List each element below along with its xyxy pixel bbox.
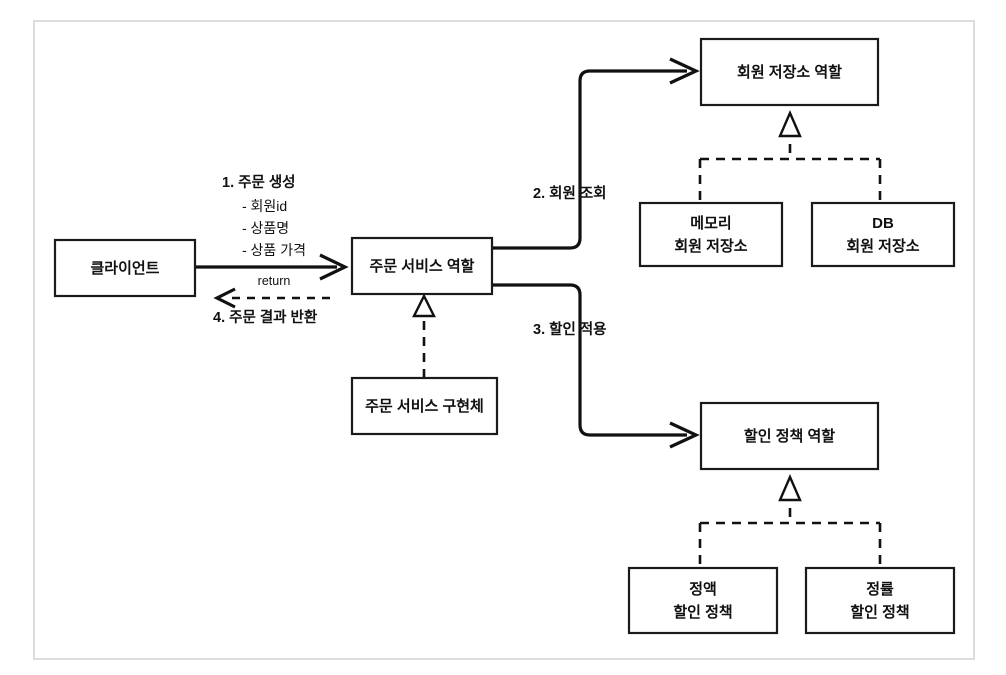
node-label: 주문 서비스 구현체 bbox=[365, 398, 484, 415]
node-label: 회원 저장소 역할 bbox=[737, 63, 842, 81]
edge-order-service-return-to-client bbox=[213, 287, 330, 309]
node-order-service-impl[interactable]: 주문 서비스 구현체 bbox=[350, 376, 499, 436]
node-box bbox=[53, 238, 197, 298]
arrowhead-open bbox=[669, 57, 700, 85]
node-rate-discount-policy[interactable]: 정률 할인 정책 bbox=[804, 566, 956, 635]
node-client[interactable]: 클라이언트 bbox=[53, 238, 197, 298]
annotation-step-1: 1. 주문 생성 - 회원id - 상품명 - 상품 가격 bbox=[222, 173, 306, 258]
step1-item-1: - 상품명 bbox=[242, 220, 289, 236]
node-box bbox=[350, 236, 494, 296]
annotation-step-3: 3. 할인 적용 bbox=[533, 320, 607, 338]
node-label: 클라이언트 bbox=[90, 259, 159, 277]
node-label-line1: DB bbox=[872, 215, 894, 232]
edge-order-impl-realizes-order-role bbox=[412, 293, 436, 378]
realization-triangle bbox=[778, 473, 802, 502]
annotation-step-2: 2. 회원 조회 bbox=[533, 185, 607, 202]
node-fix-discount-policy[interactable]: 정액 할인 정책 bbox=[627, 566, 779, 635]
step1-title: 1. 주문 생성 bbox=[222, 173, 296, 191]
edge-order-service-to-discount-policy bbox=[492, 283, 700, 449]
node-box bbox=[638, 201, 784, 268]
node-label: 할인 정책 역할 bbox=[744, 427, 835, 445]
node-memory-member-repository[interactable]: 메모리 회원 저장소 bbox=[638, 201, 784, 268]
node-label-line2: 할인 정책 bbox=[673, 603, 732, 621]
node-discount-policy-role[interactable]: 할인 정책 역할 bbox=[699, 401, 880, 471]
node-label-line1: 메모리 bbox=[690, 215, 731, 232]
node-box bbox=[350, 376, 499, 436]
edge-line bbox=[492, 69, 687, 250]
node-box bbox=[804, 566, 956, 635]
step1-item-2: - 상품 가격 bbox=[242, 242, 306, 258]
arrowhead-open bbox=[213, 287, 236, 309]
edge-member-repo-implementations bbox=[698, 109, 882, 203]
node-order-service-role[interactable]: 주문 서비스 역할 bbox=[350, 236, 494, 296]
node-label-line1: 정률 bbox=[866, 580, 894, 598]
node-label: 주문 서비스 역할 bbox=[370, 257, 475, 275]
node-box bbox=[699, 401, 880, 471]
node-label-line2: 할인 정책 bbox=[850, 603, 909, 621]
diagram-frame bbox=[33, 20, 975, 660]
annotation-return-label: return bbox=[258, 274, 291, 288]
arrowhead-open bbox=[669, 421, 700, 449]
node-db-member-repository[interactable]: DB 회원 저장소 bbox=[810, 201, 956, 268]
step1-item-0: - 회원id bbox=[242, 198, 287, 214]
node-label-line1: 정액 bbox=[689, 580, 717, 598]
edge-order-service-to-member-repo bbox=[492, 57, 700, 250]
node-label-line2: 회원 저장소 bbox=[846, 237, 919, 255]
realization-triangle bbox=[778, 109, 802, 138]
annotation-step-4: 4. 주문 결과 반환 bbox=[213, 308, 318, 326]
node-member-repository-role[interactable]: 회원 저장소 역할 bbox=[699, 37, 880, 107]
node-box bbox=[627, 566, 779, 635]
edge-discount-policy-implementations bbox=[698, 473, 882, 568]
realization-triangle bbox=[412, 293, 436, 318]
node-box bbox=[699, 37, 880, 107]
arrowhead-open bbox=[319, 253, 349, 281]
node-label-line2: 회원 저장소 bbox=[674, 237, 747, 255]
edge-client-to-order-service bbox=[195, 253, 349, 281]
edge-line bbox=[492, 283, 687, 437]
node-box bbox=[810, 201, 956, 268]
